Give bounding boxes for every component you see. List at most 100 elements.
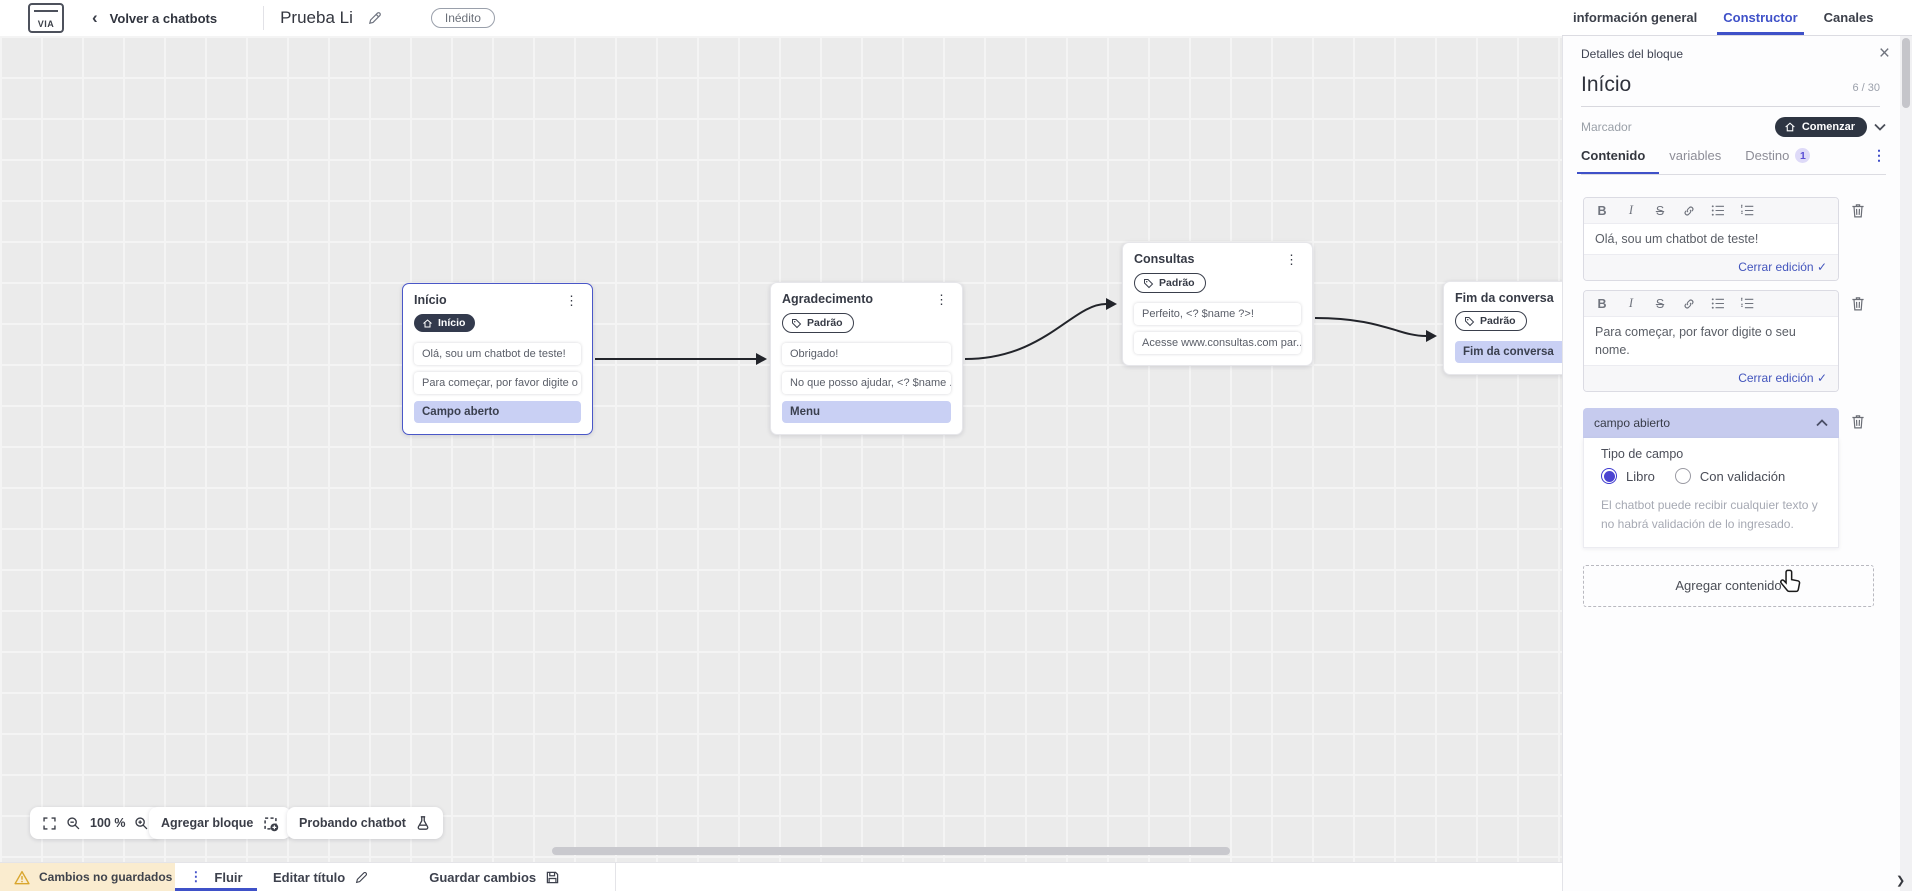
- italic-icon[interactable]: I: [1628, 203, 1634, 217]
- node-title: Consultas: [1134, 252, 1195, 266]
- home-icon: [1785, 122, 1795, 132]
- tab-contenido[interactable]: Contenido: [1576, 148, 1660, 174]
- tab-informacion-general[interactable]: información general: [1573, 10, 1698, 25]
- close-edit-button[interactable]: Cerrar edición ✓: [1584, 254, 1838, 281]
- edit-title-pencil-icon[interactable]: [367, 10, 383, 26]
- strikethrough-icon[interactable]: S: [1655, 203, 1665, 218]
- delete-content-icon[interactable]: [1850, 413, 1866, 431]
- back-label: Volver a chatbots: [109, 10, 218, 26]
- zoom-in-icon[interactable]: [134, 816, 149, 831]
- chevron-up-icon: [1816, 419, 1828, 427]
- list-ul-icon[interactable]: [1711, 204, 1725, 217]
- block-details-panel: Detalles del bloque × Início 6 / 30 Marc…: [1562, 36, 1912, 891]
- delete-content-icon[interactable]: [1850, 295, 1866, 313]
- add-block-button[interactable]: Agregar bloque: [149, 807, 292, 839]
- save-icon: [546, 871, 559, 883]
- node-open-field-item[interactable]: Campo aberto: [414, 400, 581, 423]
- flow-menu-icon[interactable]: ⋮: [189, 869, 203, 884]
- edge-agradecimento-consultas: [964, 303, 1107, 360]
- pencil-icon: [356, 871, 368, 883]
- destino-count-badge: 1: [1795, 148, 1811, 163]
- radio-option-libro[interactable]: Libro: [1601, 468, 1655, 485]
- canvas-horizontal-scrollbar[interactable]: [552, 847, 1230, 855]
- delete-content-icon[interactable]: [1850, 202, 1866, 220]
- marker-label: Marcador: [1581, 120, 1632, 134]
- close-panel-icon[interactable]: ×: [1878, 43, 1890, 64]
- app-logo[interactable]: VIA: [28, 3, 64, 33]
- node-message-item[interactable]: Acesse www.consultas.com par...: [1134, 331, 1301, 354]
- trash-icon: [1852, 415, 1864, 429]
- node-message-item[interactable]: Olá, sou um chatbot de teste!: [414, 342, 581, 365]
- node-end-item[interactable]: Fim da conversa: [1455, 340, 1562, 363]
- block-name-input[interactable]: Início: [1581, 73, 1632, 96]
- editor-text[interactable]: Para começar, por favor digite o seu nom…: [1584, 317, 1838, 366]
- bold-icon[interactable]: B: [1597, 203, 1607, 218]
- list-ol-icon[interactable]: [1740, 297, 1754, 310]
- close-edit-button[interactable]: Cerrar edición ✓: [1584, 365, 1838, 392]
- fullscreen-icon[interactable]: [42, 816, 57, 831]
- open-field-section: campo abierto Tipo de campo Libro: [1583, 408, 1839, 548]
- node-title: Fim da conversa: [1455, 291, 1554, 305]
- tab-variables[interactable]: variables: [1669, 148, 1722, 163]
- link-icon[interactable]: [1682, 204, 1696, 218]
- add-content-button[interactable]: Agregar contenido: [1583, 564, 1874, 607]
- status-bar: Cambios no guardados ⋮ Fluir Editar títu…: [0, 862, 1562, 891]
- corner-resize-icon[interactable]: ❯: [1896, 875, 1906, 887]
- panel-menu-icon[interactable]: ⋮: [1872, 147, 1886, 163]
- logo-text: VIA: [37, 19, 55, 29]
- main-tabs: información general Constructor Canales: [1562, 0, 1912, 36]
- strikethrough-icon[interactable]: S: [1655, 296, 1665, 311]
- save-changes-button[interactable]: Guardar cambios: [429, 863, 560, 891]
- char-counter: 6 / 30: [1852, 82, 1880, 94]
- italic-icon[interactable]: I: [1628, 296, 1634, 311]
- radio-option-con-validacion[interactable]: Con validación: [1674, 468, 1785, 485]
- chevron-down-icon[interactable]: [1874, 123, 1886, 131]
- zoom-out-icon[interactable]: [66, 816, 81, 831]
- panel-scrollbar-thumb[interactable]: [1902, 38, 1910, 108]
- edge-consultas-fim: [1314, 317, 1427, 337]
- back-to-chatbots-button[interactable]: ‹ Volver a chatbots: [92, 8, 217, 28]
- open-field-header[interactable]: campo abierto: [1583, 408, 1839, 439]
- topbar-divider: [263, 6, 265, 30]
- marker-value-pill[interactable]: Comenzar: [1774, 117, 1867, 137]
- node-menu-icon[interactable]: ⋮: [565, 293, 578, 308]
- tab-destino[interactable]: Destino 1: [1745, 148, 1811, 173]
- node-message-item[interactable]: Perfeito, <? $name ?>!: [1134, 302, 1301, 325]
- node-menu-icon[interactable]: ⋮: [1285, 252, 1298, 267]
- test-chatbot-button[interactable]: Probando chatbot: [287, 807, 443, 839]
- node-badge-default: Padrão: [1134, 273, 1206, 293]
- node-menu-icon[interactable]: ⋮: [935, 292, 948, 307]
- node-agradecimento[interactable]: Agradecimento ⋮ Padrão Obrigado! No que …: [770, 282, 963, 435]
- node-menu-item[interactable]: Menu: [782, 400, 951, 423]
- tab-constructor[interactable]: Constructor: [1717, 0, 1805, 35]
- node-fim-da-conversa[interactable]: Fim da conversa Padrão Fim da conversa: [1443, 281, 1562, 375]
- panel-tabs: Contenido variables Destino 1 ⋮: [1576, 147, 1886, 175]
- statusbar-divider: [615, 863, 617, 891]
- node-message-item[interactable]: No que posso ajudar, <? $name ...: [782, 371, 951, 394]
- list-ol-icon[interactable]: [1740, 204, 1754, 217]
- link-icon[interactable]: [1682, 297, 1696, 311]
- node-inicio[interactable]: Início ⋮ Início Olá, sou um chatbot de t…: [402, 283, 593, 435]
- radio-unselected-icon: [1674, 468, 1691, 485]
- node-message-item[interactable]: Para começar, por favor digite o ...: [414, 371, 581, 394]
- bold-icon[interactable]: B: [1597, 296, 1607, 311]
- node-message-item[interactable]: Obrigado!: [782, 342, 951, 365]
- field-type-label: Tipo de campo: [1601, 447, 1684, 462]
- warning-icon: [14, 870, 30, 884]
- home-icon: [423, 318, 432, 327]
- panel-scrollbar[interactable]: [1900, 36, 1912, 891]
- tab-canales[interactable]: Canales: [1823, 10, 1874, 25]
- chevron-left-icon: ‹: [92, 8, 98, 27]
- flow-canvas[interactable]: Início ⋮ Início Olá, sou um chatbot de t…: [0, 36, 1562, 862]
- chatbot-title[interactable]: Prueba Li: [280, 8, 353, 27]
- list-ul-icon[interactable]: [1711, 297, 1725, 310]
- flask-icon: [417, 816, 429, 830]
- editor-text[interactable]: Olá, sou um chatbot de teste!: [1584, 224, 1838, 255]
- tag-icon: [792, 318, 802, 328]
- tag-icon: [1144, 278, 1154, 288]
- tab-fluir[interactable]: ⋮ Fluir: [175, 863, 257, 891]
- content-editor-1: B I S Olá, sou um chatbot de teste! Cerr…: [1583, 197, 1839, 282]
- edit-title-button[interactable]: Editar título: [273, 863, 369, 891]
- node-consultas[interactable]: Consultas ⋮ Padrão Perfeito, <? $name ?>…: [1122, 242, 1313, 366]
